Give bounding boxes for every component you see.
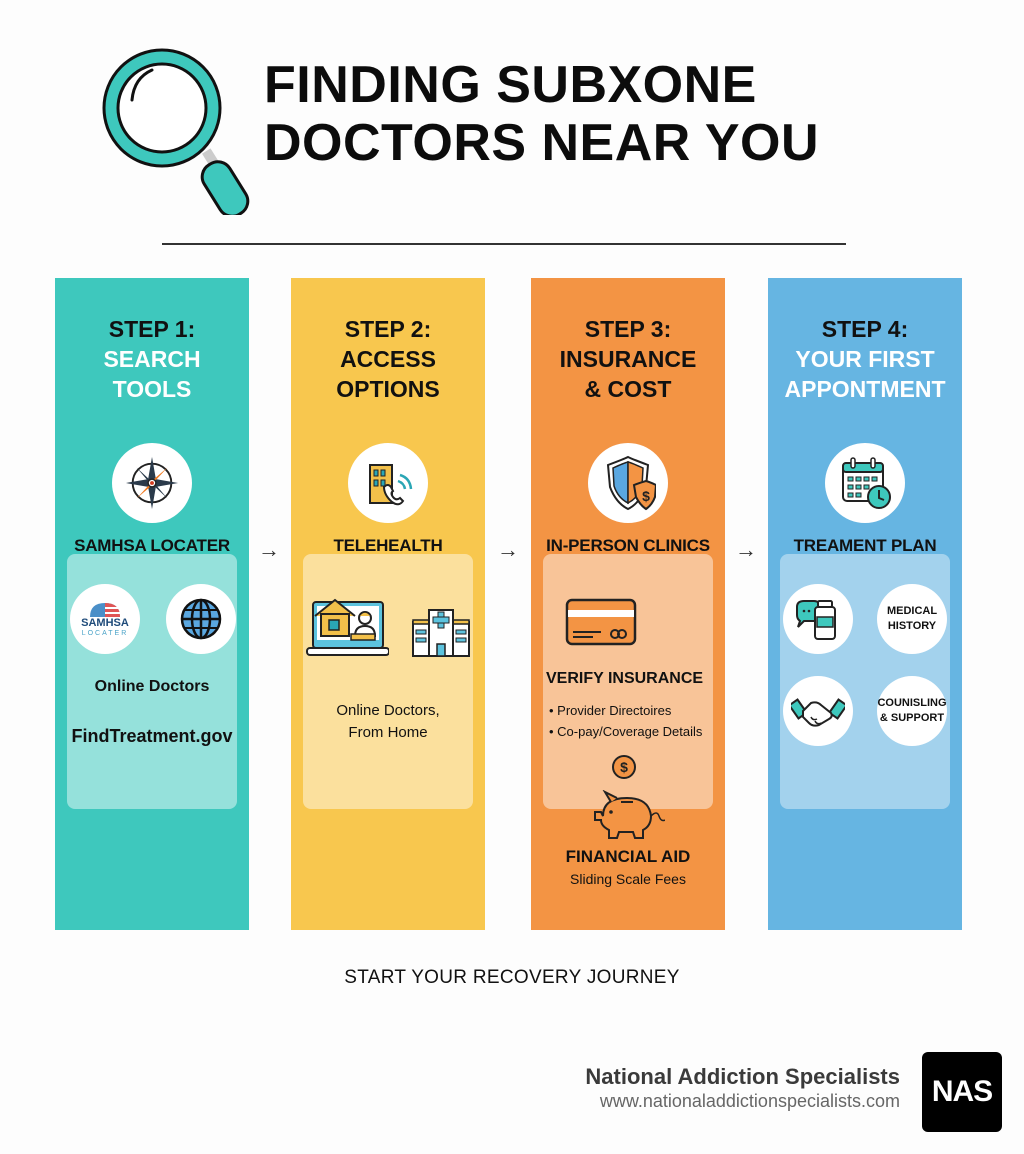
section-label-in-person-clinics: IN-PERSON CLINICS bbox=[546, 536, 710, 555]
access-options-panel: Online Doctors, From Home bbox=[303, 554, 473, 809]
step-number: STEP 2: bbox=[344, 316, 432, 342]
title-line-1: FINDING SUBXONE bbox=[264, 56, 757, 114]
insurance-panel: VERIFY INSURANCE • Provider Directoires … bbox=[543, 554, 713, 809]
bullet-text: Co-pay/Coverage Details bbox=[557, 724, 703, 739]
step-4-heading: STEP 4: YOUR FIRST APPONTMENT bbox=[768, 314, 962, 404]
dollar-coin-icon: $ bbox=[612, 755, 636, 779]
building-phone-icon bbox=[348, 443, 428, 523]
bullet-copay-coverage: • Co-pay/Coverage Details bbox=[549, 724, 703, 739]
counseling-support-badge[interactable]: COUNISLING & SUPPORT bbox=[877, 676, 947, 746]
badge-line-2: & SUPPORT bbox=[879, 712, 945, 724]
section-label-treatment-plan: TREAMENT PLAN bbox=[793, 536, 937, 555]
medical-history-badge[interactable]: MEDICAL HISTORY bbox=[877, 584, 947, 654]
logo-text: NAS bbox=[931, 1075, 993, 1108]
step-2-column: STEP 2: ACCESS OPTIONS TELEHEALTH bbox=[291, 278, 485, 930]
verify-insurance-heading: VERIFY INSURANCE bbox=[546, 670, 704, 687]
findtreatment-link[interactable]: FindTreatment.gov bbox=[71, 726, 233, 746]
section-label-telehealth: TELEHEALTH bbox=[333, 536, 443, 555]
online-doctors-link[interactable]: Online Doctors bbox=[94, 678, 210, 695]
step-3-column: STEP 3: INSURANCE & COST $ IN-PERSON CLI… bbox=[531, 278, 725, 930]
magnifying-glass-icon bbox=[102, 48, 250, 215]
step-title-line-1: ACCESS bbox=[340, 346, 436, 372]
samhsa-logo-icon[interactable]: SAMHSA LOCATER bbox=[70, 584, 140, 654]
sliding-scale-fees-text: Sliding Scale Fees bbox=[570, 871, 686, 887]
badge-line-1: COUNISLING bbox=[877, 697, 947, 709]
globe-icon[interactable] bbox=[166, 584, 236, 654]
step-2-heading: STEP 2: ACCESS OPTIONS bbox=[291, 314, 485, 404]
badge-line-1: MEDICAL bbox=[886, 605, 938, 617]
step-number: STEP 3: bbox=[584, 316, 672, 342]
badge-line-2: HISTORY bbox=[887, 620, 937, 632]
bullet-provider-directories: • Provider Directoires bbox=[549, 703, 672, 718]
step-4-column: STEP 4: YOUR FIRST APPONTMENT TREAMENT P… bbox=[768, 278, 962, 930]
calendar-clock-icon bbox=[825, 443, 905, 523]
samhsa-logo-text: SAMHSA bbox=[81, 616, 129, 629]
search-tools-panel: SAMHSA LOCATER Online Doctors FindTreatm… bbox=[67, 554, 237, 809]
header: FINDING SUBXONE DOCTORS NEAR YOU bbox=[92, 40, 892, 220]
step-title-line-1: INSURANCE bbox=[559, 346, 697, 372]
credit-card-icon bbox=[565, 598, 637, 646]
arrow-right-icon: → bbox=[735, 537, 757, 562]
compass-icon bbox=[112, 443, 192, 523]
telehealth-line-1: Online Doctors, bbox=[336, 702, 440, 719]
financial-aid-heading: FINANCIAL AID bbox=[565, 847, 691, 866]
step-title-line-1: YOUR FIRST bbox=[795, 346, 935, 372]
brand-url-link[interactable]: www.nationaladdictionspecialists.com bbox=[599, 1091, 900, 1111]
arrow-right-icon: → bbox=[258, 537, 280, 562]
step-1-column: STEP 1: SEARCH TOOLS SAMHSA LOCATER bbox=[55, 278, 249, 930]
locater-logo-text: LOCATER bbox=[81, 629, 129, 637]
title-line-2: DOCTORS NEAR YOU bbox=[264, 114, 820, 172]
header-divider bbox=[162, 243, 846, 245]
page-title: FINDING SUBXONE DOCTORS NEAR YOU bbox=[264, 56, 819, 172]
laptop-doctor-home-icon bbox=[306, 598, 389, 656]
brand-name: National Addiction Specialists bbox=[585, 1064, 900, 1089]
svg-text:$: $ bbox=[642, 488, 650, 504]
section-label-samhsa: SAMHSA LOCATER bbox=[74, 536, 230, 555]
step-title-line-2: TOOLS bbox=[112, 376, 192, 402]
telehealth-line-2: From Home bbox=[348, 724, 428, 741]
chat-medicine-icon[interactable] bbox=[783, 584, 853, 654]
step-title-line-2: & COST bbox=[584, 376, 672, 402]
step-number: STEP 4: bbox=[821, 316, 909, 342]
step-3-heading: STEP 3: INSURANCE & COST bbox=[531, 314, 725, 404]
step-1-heading: STEP 1: SEARCH TOOLS bbox=[55, 314, 249, 404]
nas-logo: NAS bbox=[922, 1052, 1002, 1132]
treatment-plan-panel: MEDICAL HISTORY COUNISLING & SUPPORT bbox=[780, 554, 950, 809]
hospital-icon bbox=[412, 609, 470, 657]
recovery-journey-cta[interactable]: START YOUR RECOVERY JOURNEY bbox=[344, 967, 680, 988]
bullet-text: Provider Directoires bbox=[557, 703, 672, 718]
arrow-right-icon: → bbox=[497, 537, 519, 562]
step-title-line-2: OPTIONS bbox=[336, 376, 440, 402]
step-number: STEP 1: bbox=[108, 316, 196, 342]
handshake-icon[interactable] bbox=[783, 676, 853, 746]
step-title-line-1: SEARCH bbox=[103, 346, 201, 372]
svg-text:$: $ bbox=[620, 759, 628, 775]
step-title-line-2: APPONTMENT bbox=[784, 376, 946, 402]
piggy-bank-icon bbox=[594, 790, 665, 839]
insurance-bullets: • Provider Directoires • Co-pay/Coverage… bbox=[549, 700, 702, 742]
shield-dollar-icon: $ bbox=[588, 443, 668, 523]
telehealth-description: Online Doctors, From Home bbox=[303, 700, 473, 744]
